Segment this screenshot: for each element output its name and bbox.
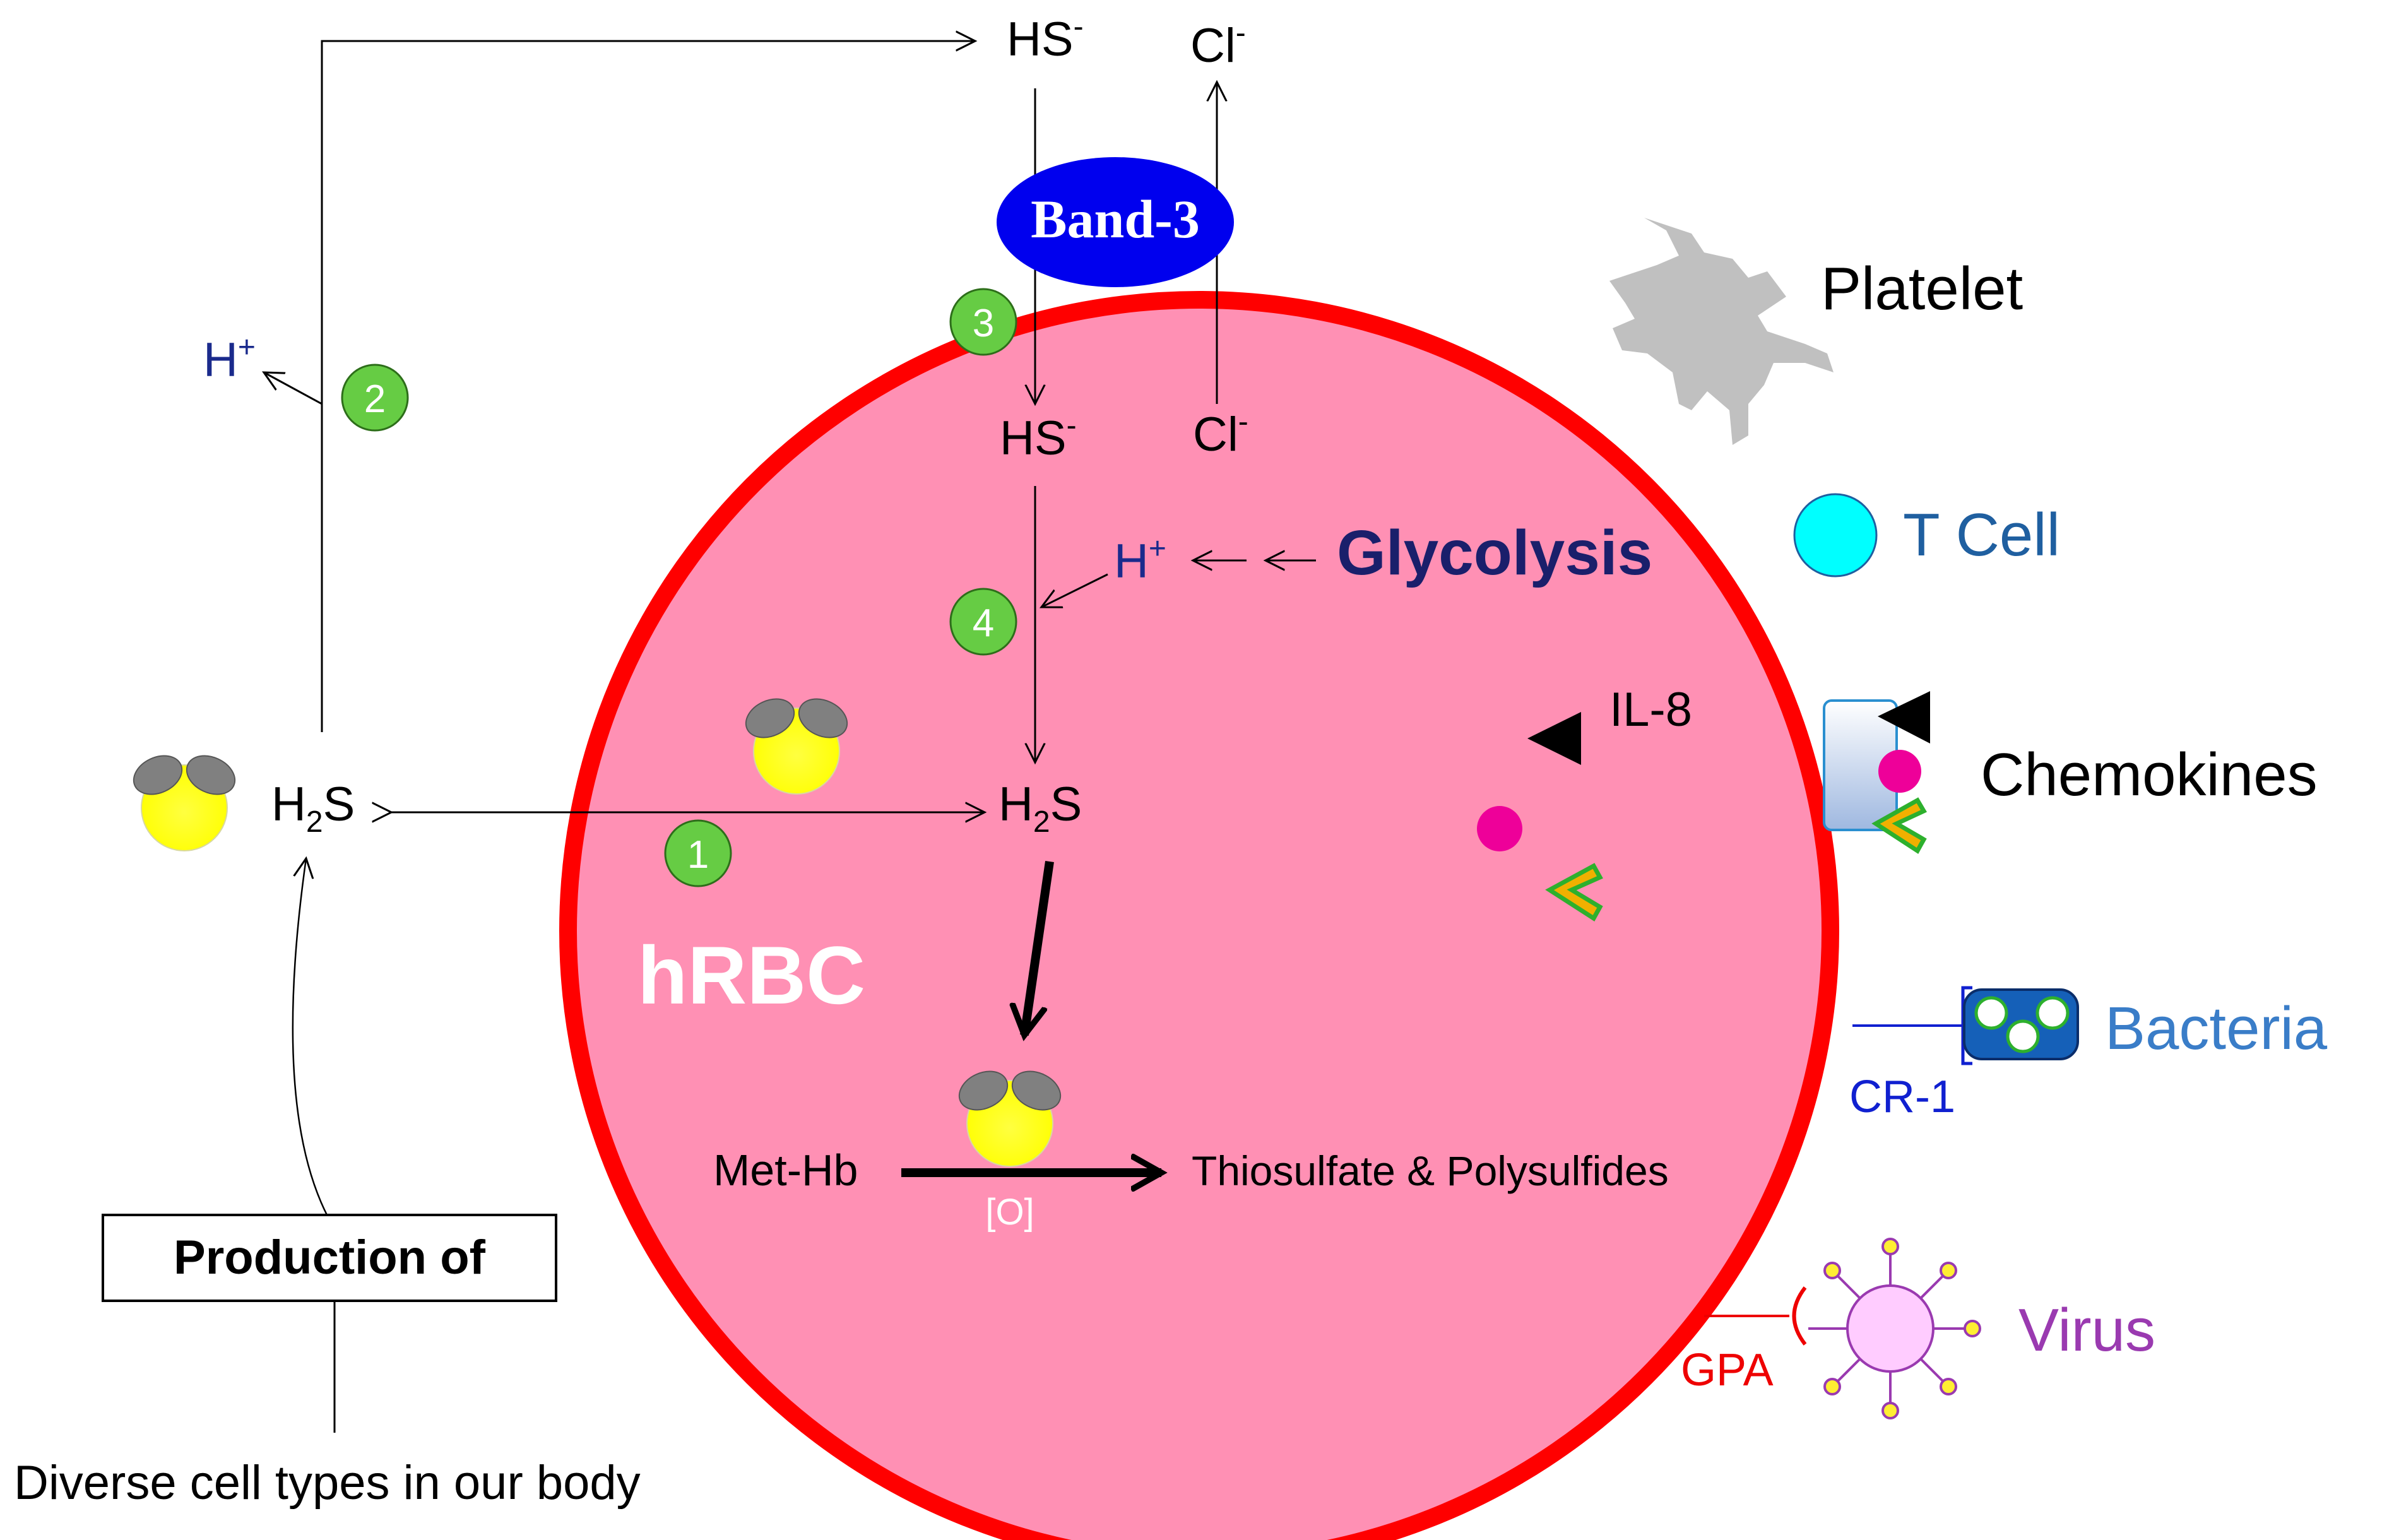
bacteria-label: Bacteria [2105, 995, 2328, 1062]
gpa-cup [1792, 1286, 1807, 1346]
virus-shape [1808, 1238, 1981, 1419]
cr1-label: CR-1 [1849, 1072, 1955, 1122]
hrbc-label: hRBC [637, 929, 865, 1021]
platelet-shape [1609, 218, 1834, 445]
h-plus-outside-label: H+ [203, 331, 256, 387]
bacterium-granule-3 [2035, 996, 2070, 1030]
chemokine-chevron-bound [1871, 797, 1927, 854]
gpa-label: GPA [1681, 1345, 1774, 1395]
production-label: Production of [174, 1231, 486, 1284]
chemokine-dot-bound [1878, 750, 1921, 793]
production-to-h2s-arrow [292, 858, 328, 1216]
step-badge-2: 2 [341, 364, 409, 432]
h-release-arrow [264, 372, 323, 405]
svg-text:2: 2 [364, 377, 386, 421]
t-cell-shape [1793, 493, 1878, 578]
h2s-inside-label: H2S [998, 778, 1082, 839]
virus-label: Virus [2018, 1296, 2155, 1364]
hs-inside-label: HS- [1000, 409, 1077, 465]
svg-text:4: 4 [973, 601, 994, 645]
chemokine-dot-inside [1477, 806, 1522, 851]
bacterium-granule-2 [2006, 1019, 2040, 1053]
step-badge-4: 4 [949, 588, 1017, 656]
efflux-path [321, 41, 975, 732]
h2s-outside-label: H2S [271, 778, 355, 839]
bacterium-granule-1 [1974, 996, 2008, 1030]
band3-label: Band-3 [1031, 189, 1200, 249]
products-label: Thiosulfate & Polysulfides [1192, 1147, 1669, 1194]
hs-outside-label: HS- [1007, 10, 1084, 66]
step-badge-1: 1 [664, 819, 732, 887]
met-hemoglobin-icon [958, 1070, 1062, 1167]
h-to-protonation-arrow [1041, 573, 1108, 607]
hemoglobin-icon-inside [745, 698, 848, 795]
production-box [102, 1214, 557, 1302]
band3-transporter [997, 157, 1234, 287]
t-cell-label: T Cell [1903, 501, 2060, 569]
il8-triangle [1527, 712, 1581, 765]
cl-inside-label: Cl- [1193, 405, 1248, 461]
oxidation-label: [O] [985, 1192, 1034, 1233]
h2s-to-methb-arrow [1024, 860, 1054, 1035]
chemokines-label: Chemokines [1981, 741, 2318, 808]
chemokine-chevron-inside [1545, 863, 1603, 921]
svg-text:1: 1 [687, 833, 709, 877]
cl-outside-label: Cl- [1190, 16, 1246, 73]
diverse-cells-label: Diverse cell types in our body [14, 1456, 641, 1510]
svg-text:3: 3 [973, 302, 994, 345]
met-hb-label: Met-Hb [713, 1146, 858, 1195]
hemoglobin-icon-outside [133, 755, 236, 851]
il8-label: IL-8 [1609, 683, 1692, 737]
platelet-label: Platelet [1821, 255, 2023, 323]
glycolysis-label: Glycolysis [1337, 518, 1652, 588]
rbc-cell [559, 291, 1839, 1540]
h-plus-inner-label: H+ [1114, 532, 1166, 588]
chemokine-triangle-bound [1878, 691, 1930, 743]
step-badge-3: 3 [949, 288, 1017, 356]
